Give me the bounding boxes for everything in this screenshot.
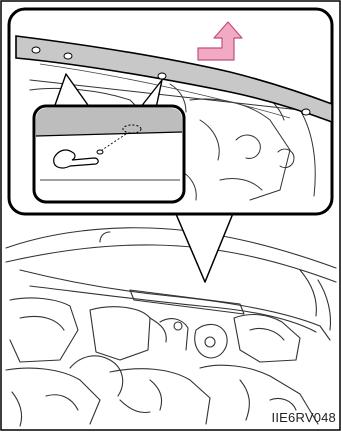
engine-bay [6,228,336,426]
clip-marker [302,109,310,115]
callout-pointer [176,206,236,282]
clip-detail [34,106,184,202]
clip-marker [32,47,40,53]
figure-code: IIE6RV048 [272,410,336,425]
clip-marker [64,53,72,59]
clip-marker [158,73,166,79]
clip-detail-shade [36,108,182,136]
